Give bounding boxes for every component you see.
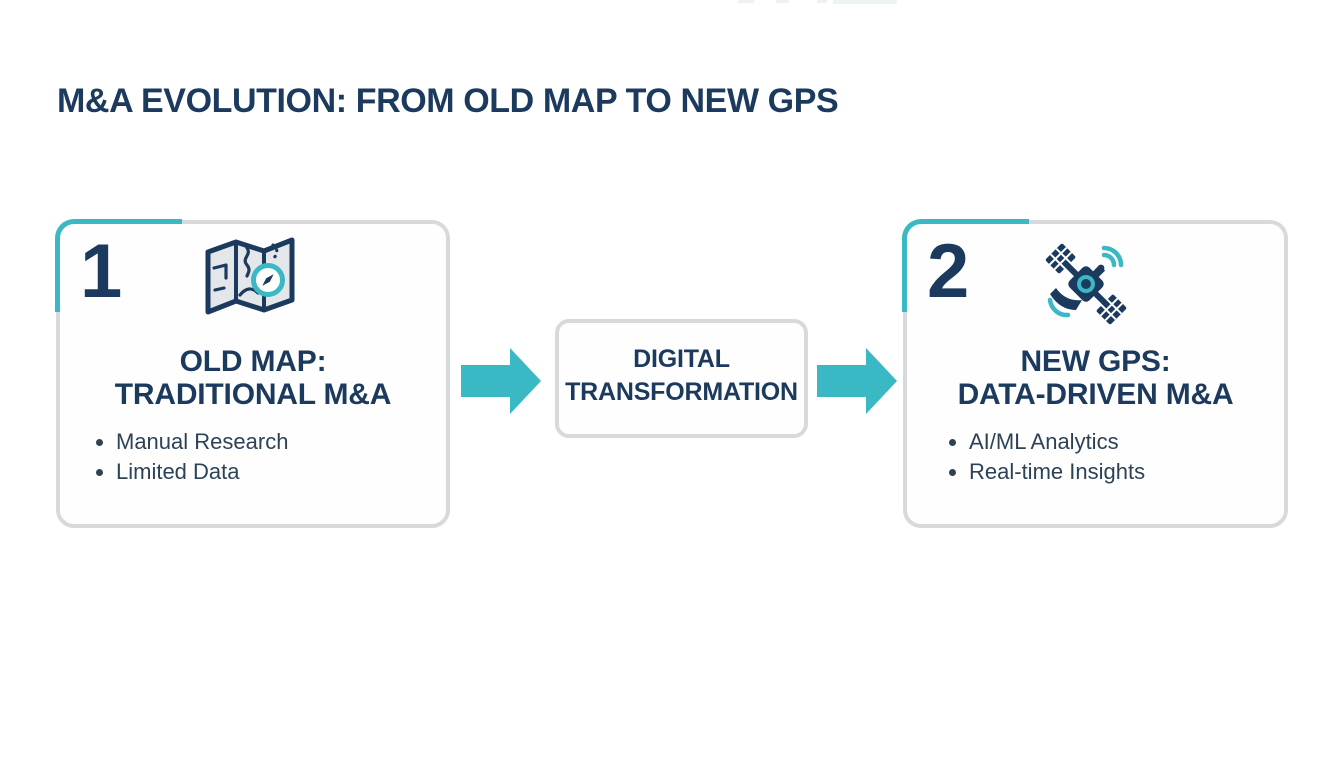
- stage-card-new-gps: 2: [902, 219, 1288, 528]
- stage-title: OLD MAP: TRADITIONAL M&A: [60, 345, 446, 411]
- page-title: M&A EVOLUTION: FROM OLD MAP TO NEW GPS: [57, 82, 839, 120]
- connector-label-line: DIGITAL: [633, 344, 730, 373]
- top-edge-artifact: [0, 0, 1344, 6]
- bullet-dot: [96, 468, 103, 476]
- bullet-item: Limited Data: [96, 457, 288, 487]
- bullet-list: Manual Research Limited Data: [96, 427, 288, 487]
- flow-arrow-left-icon: [461, 348, 541, 414]
- stage-title-line: TRADITIONAL M&A: [114, 378, 392, 411]
- bullet-text: Real-time Insights: [969, 459, 1146, 484]
- connector-label-line: TRANSFORMATION: [565, 377, 798, 406]
- connector-box: DIGITAL TRANSFORMATION: [555, 319, 808, 438]
- stage-title-line: OLD MAP:: [179, 345, 327, 378]
- bullet-text: Manual Research: [116, 429, 289, 454]
- bullet-text: AI/ML Analytics: [969, 429, 1119, 454]
- stage-title-line: DATA-DRIVEN M&A: [957, 378, 1234, 411]
- bullet-list: AI/ML Analytics Real-time Insights: [949, 427, 1145, 487]
- stage-number: 1: [80, 229, 122, 314]
- bullet-item: Manual Research: [96, 427, 288, 457]
- gps-satellite-icon: [1037, 230, 1143, 330]
- stage-card-old-map: 1 OLD MAP: TRADITIONAL M&A Manua: [55, 219, 450, 528]
- bullet-item: Real-time Insights: [949, 457, 1145, 487]
- stage-title-line: NEW GPS:: [1020, 345, 1171, 378]
- bullet-dot: [949, 468, 956, 476]
- stage-title: NEW GPS: DATA-DRIVEN M&A: [907, 345, 1284, 411]
- folded-map-with-compass-icon: [200, 230, 300, 326]
- bullet-dot: [949, 438, 956, 446]
- stage-number: 2: [927, 229, 969, 314]
- bullet-item: AI/ML Analytics: [949, 427, 1145, 457]
- bullet-text: Limited Data: [116, 459, 240, 484]
- bullet-dot: [96, 438, 103, 446]
- flow-arrow-right-icon: [817, 348, 897, 414]
